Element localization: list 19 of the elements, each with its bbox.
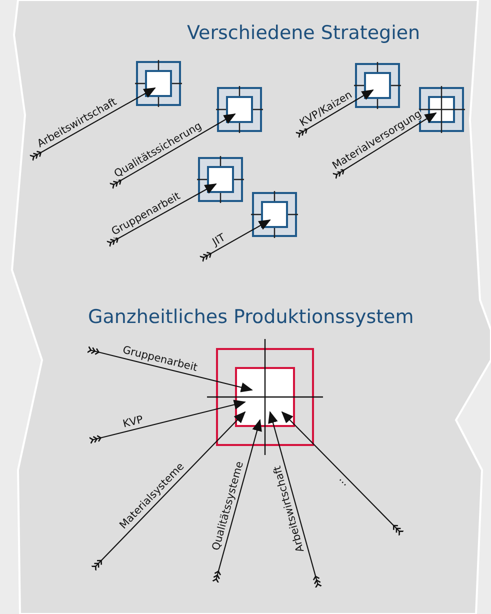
- arrow: [281, 411, 404, 536]
- section-heading: Ganzheitliches Produktionssystem: [88, 306, 414, 328]
- arrow: [90, 411, 246, 572]
- section-heading: Verschiedene Strategien: [187, 22, 420, 44]
- arrow: [268, 411, 322, 588]
- arrow: [88, 400, 246, 444]
- arrow: [106, 184, 217, 248]
- target-symbol: [354, 62, 400, 108]
- target-symbol: [250, 190, 298, 238]
- target-symbol: [134, 60, 182, 106]
- arrow: [86, 346, 253, 392]
- arrow: [29, 88, 156, 162]
- arrow: [295, 90, 374, 138]
- target-symbol: [216, 86, 262, 132]
- arrow: [212, 419, 262, 584]
- arrow: [332, 112, 437, 180]
- arrow: [199, 220, 271, 262]
- arrow: [109, 114, 236, 190]
- target-symbol: [207, 339, 323, 455]
